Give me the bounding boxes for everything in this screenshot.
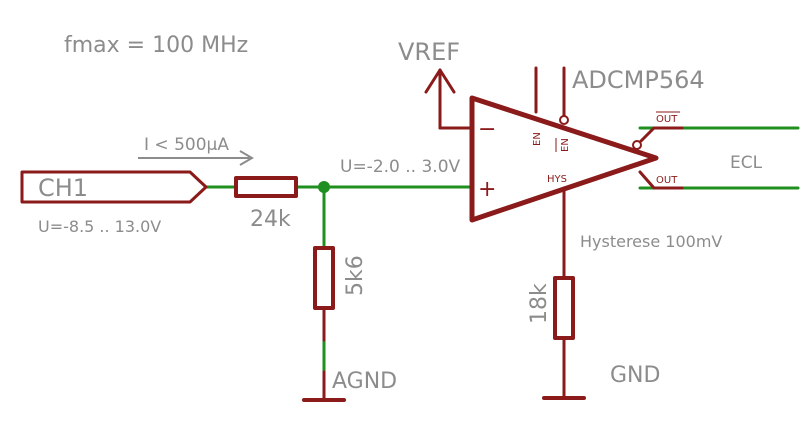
gnd-label: GND xyxy=(610,363,660,388)
hysteresis-note: Hysterese 100mV xyxy=(580,232,722,251)
out-top-pin xyxy=(639,126,684,143)
current-label: I < 500µA xyxy=(144,135,229,155)
ch1-port xyxy=(20,170,208,204)
plus-input-label: + xyxy=(478,177,496,202)
minus-input-label: − xyxy=(478,117,496,142)
vref-symbol xyxy=(424,68,474,130)
en-bar-pin-label: EN xyxy=(560,138,571,152)
current-arrow xyxy=(138,150,254,166)
resistor-18k-label: 18k xyxy=(527,283,552,324)
vref-label: VREF xyxy=(398,38,460,66)
ecl-label: ECL xyxy=(730,153,763,173)
resistor-24k xyxy=(234,176,298,198)
hys-pin-label: HYS xyxy=(547,174,567,185)
node-voltage-label: U=-2.0 .. 3.0V xyxy=(340,157,461,177)
resistor-18k xyxy=(553,276,575,340)
resistor-5k6-label: 5k6 xyxy=(343,255,368,296)
out-bottom-pin xyxy=(638,170,684,190)
resistor-24k-label: 24k xyxy=(250,207,291,232)
fmax-label: fmax = 100 MHz xyxy=(64,33,248,58)
agnd-label: AGND xyxy=(332,369,397,394)
out-top-label: OUT xyxy=(656,114,678,125)
ch1-label: CH1 xyxy=(38,174,88,202)
resistor-5k6 xyxy=(313,246,335,310)
agnd-symbol xyxy=(302,370,346,402)
out-bar-bubble xyxy=(632,140,642,150)
out-bottom-label: OUT xyxy=(656,175,678,186)
en-bar-bubble xyxy=(559,115,569,125)
junction-dot xyxy=(318,181,330,193)
comparator-part-label: ADCMP564 xyxy=(572,66,705,94)
en-pin-label: EN xyxy=(532,132,543,146)
input-voltage-range: U=-8.5 .. 13.0V xyxy=(38,217,161,236)
